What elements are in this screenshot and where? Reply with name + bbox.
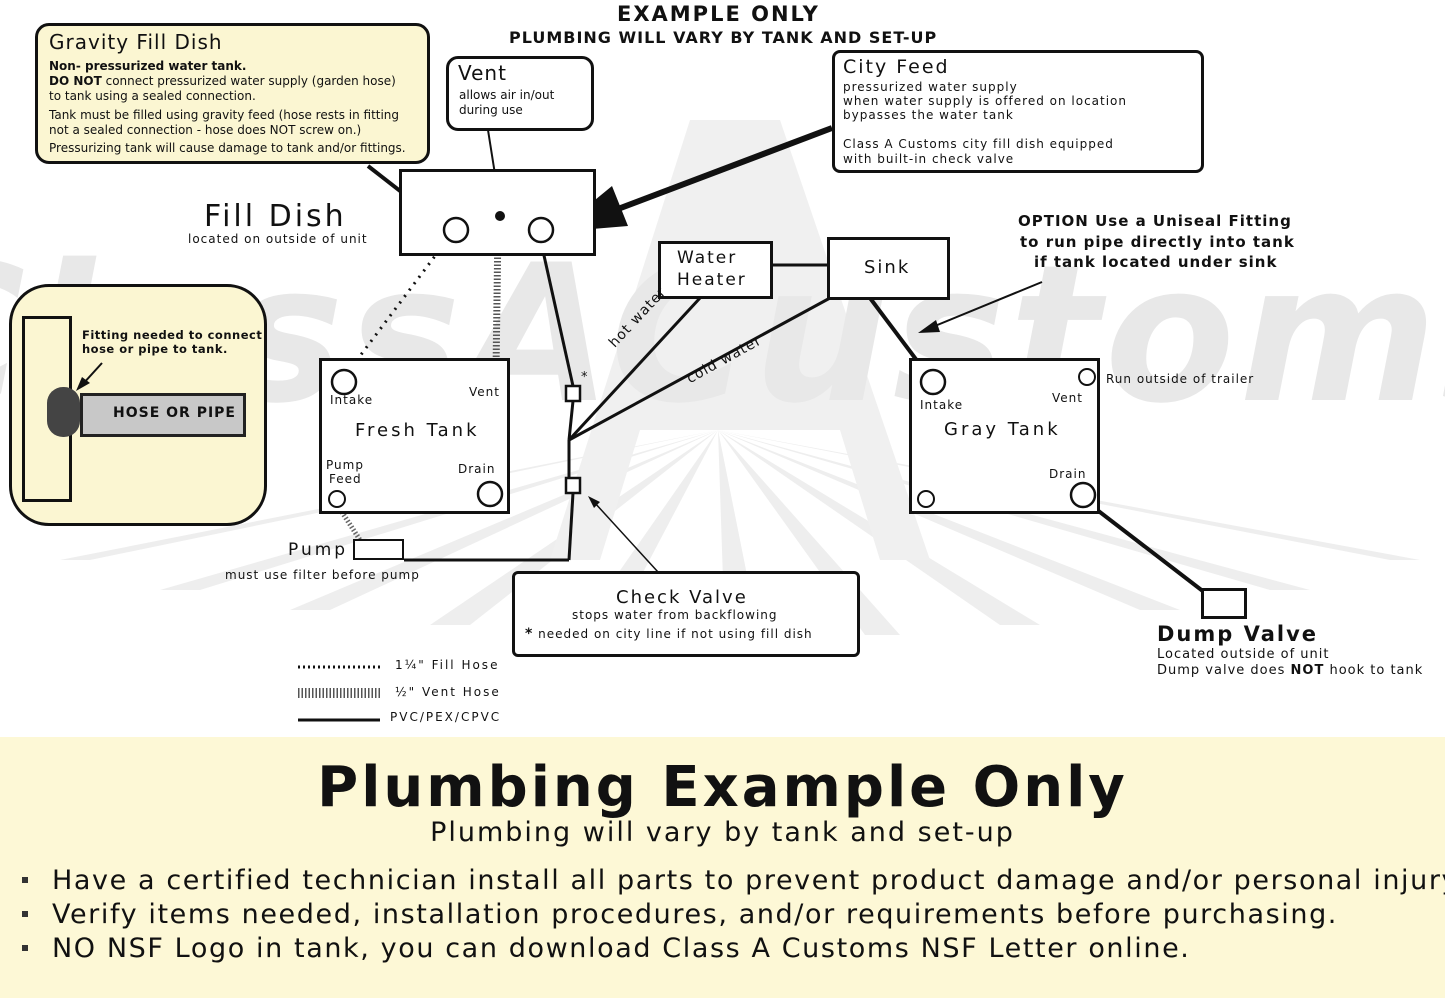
gray-tank-ports	[917, 368, 1097, 509]
water-heater-label: Water	[677, 248, 738, 268]
footer-subtitle: Plumbing will vary by tank and set-up	[430, 817, 1015, 848]
footer-title: Plumbing Example Only	[317, 755, 1128, 820]
bullet-icon	[22, 876, 28, 883]
fitting-inset: HOSE OR PIPE Fitting needed to connect h…	[9, 284, 267, 526]
hose-or-pipe: HOSE OR PIPE	[80, 393, 246, 437]
dump-note-bold: NOT	[1290, 663, 1325, 678]
callout-line: bypasses the water tank	[843, 108, 1014, 122]
footer-panel: Plumbing Example Only Plumbing will vary…	[0, 737, 1445, 998]
callout-line: * needed on city line if not using fill …	[525, 626, 813, 642]
city-feed-callout: City Feed pressurized water supply when …	[832, 50, 1204, 173]
callout-line: pressurized water supply	[843, 80, 1018, 94]
run-outside-note: Run outside of trailer	[1106, 372, 1255, 386]
callout-line: allows air in/out	[459, 88, 555, 102]
gray-drain-icon	[1069, 481, 1097, 509]
legend-fill-hose: 1¼" Fill Hose	[395, 658, 500, 672]
legend-pipe: PVC/PEX/CPVC	[390, 710, 502, 724]
fresh-intake-icon	[330, 368, 358, 396]
callout-line: Pressurizing tank will cause damage to t…	[49, 141, 406, 155]
gray-vent-icon	[1078, 368, 1096, 386]
check-valve-callout: Check Valve stops water from backflowing…	[512, 571, 860, 657]
uniseal-note: to run pipe directly into tank	[1020, 233, 1295, 251]
callout-line: Non- pressurized water tank.	[49, 59, 247, 73]
callout-title: Check Valve	[616, 587, 748, 608]
dump-valve-box	[1201, 588, 1247, 619]
callout-line: when water supply is offered on location	[843, 94, 1128, 108]
pump-box	[353, 539, 404, 560]
fresh-drain-icon	[476, 480, 504, 508]
uniseal-note: OPTION Use a Uniseal Fitting	[1018, 212, 1292, 230]
do-not-emphasis: DO NOT	[49, 74, 102, 88]
gray-vent-label: Vent	[1052, 391, 1083, 405]
callout-title: Vent	[458, 61, 507, 85]
gray-intake-icon	[919, 368, 947, 396]
bullet-text: Have a certified technician install all …	[52, 865, 1445, 896]
footer-bullet: Verify items needed, installation proced…	[22, 899, 1338, 930]
fitting-note: Fitting needed to connect	[82, 328, 263, 342]
hose-label: HOSE OR PIPE	[113, 405, 236, 421]
fresh-intake-label: Intake	[330, 393, 374, 407]
gravity-fill-callout: Gravity Fill Dish Non- pressurized water…	[35, 23, 430, 164]
dump-note-text: Dump valve does	[1157, 663, 1286, 678]
header-subtitle: PLUMBING WILL VARY BY TANK AND SET-UP	[509, 28, 938, 47]
fresh-tank-label: Fresh Tank	[355, 420, 480, 441]
gray-tank-label: Gray Tank	[944, 419, 1061, 440]
fill-dish-box	[399, 169, 596, 256]
pump-note: must use filter before pump	[225, 568, 420, 582]
bullet-icon	[22, 910, 28, 917]
fresh-vent-label: Vent	[469, 385, 500, 399]
callout-title: Gravity Fill Dish	[49, 30, 223, 54]
bullet-icon	[22, 944, 28, 951]
footer-bullet: Have a certified technician install all …	[22, 865, 1445, 896]
sink: Sink	[827, 237, 950, 300]
fresh-drain-label: Drain	[458, 462, 496, 476]
vent-callout: Vent allows air in/out during use	[446, 56, 594, 131]
callout-line: DO NOT connect pressurized water supply …	[49, 74, 396, 88]
fitting-pointer	[76, 362, 103, 391]
fresh-pump-feed-icon	[328, 490, 346, 508]
callout-line: stops water from backflowing	[572, 608, 778, 622]
dump-valve-title: Dump Valve	[1157, 622, 1319, 646]
fresh-pump-feed-label: Pump	[326, 458, 364, 472]
water-heater-label: Heater	[677, 270, 747, 290]
dump-valve-note: Located outside of unit	[1157, 647, 1330, 662]
callout-title: City Feed	[843, 56, 950, 78]
water-heater: Water Heater	[658, 241, 773, 299]
dump-note-text: hook to tank	[1329, 663, 1424, 678]
callout-line: during use	[459, 103, 523, 117]
gray-tank: Intake Vent Gray Tank Drain	[909, 358, 1100, 514]
fill-dish-sublabel: located on outside of unit	[188, 232, 368, 246]
pump-label: Pump	[288, 540, 349, 560]
gray-intake-label: Intake	[920, 398, 964, 412]
callout-line: Class A Customs city fill dish equipped	[843, 137, 1114, 151]
footer-bullet: NO NSF Logo in tank, you can download Cl…	[22, 933, 1190, 964]
callout-line: Tank must be filled using gravity feed (…	[49, 108, 400, 122]
legend-vent-hose: ½" Vent Hose	[395, 685, 501, 699]
dump-valve-note: Dump valve does NOT hook to tank	[1157, 663, 1423, 678]
bullet-text: Verify items needed, installation proced…	[52, 899, 1338, 930]
fresh-tank: Intake Vent Fresh Tank Pump Feed Drain	[319, 358, 510, 514]
callout-line: to tank using a sealed connection.	[49, 89, 256, 103]
uniseal-note: if tank located under sink	[1034, 253, 1278, 271]
bullet-text: NO NSF Logo in tank, you can download Cl…	[52, 933, 1191, 964]
fresh-pump-feed-label: Feed	[329, 472, 362, 486]
fill-dish-label: Fill Dish	[204, 199, 347, 234]
fitting-note: hose or pipe to tank.	[82, 342, 228, 356]
callout-line: not a sealed connection - hose does NOT …	[49, 123, 362, 137]
city-line-asterisk: *	[581, 370, 588, 385]
callout-text: needed on city line if not using fill di…	[538, 627, 813, 641]
fresh-tank-ports	[328, 368, 504, 508]
asterisk: *	[525, 626, 534, 642]
callout-text: connect pressurized water supply (garden…	[105, 74, 396, 88]
callout-line: with built-in check valve	[843, 152, 1015, 166]
gray-aux-port-icon	[917, 490, 935, 508]
gray-drain-label: Drain	[1049, 467, 1087, 481]
header-title: EXAMPLE ONLY	[617, 2, 820, 26]
sink-label: Sink	[864, 257, 911, 278]
fitting-icon	[47, 387, 80, 437]
